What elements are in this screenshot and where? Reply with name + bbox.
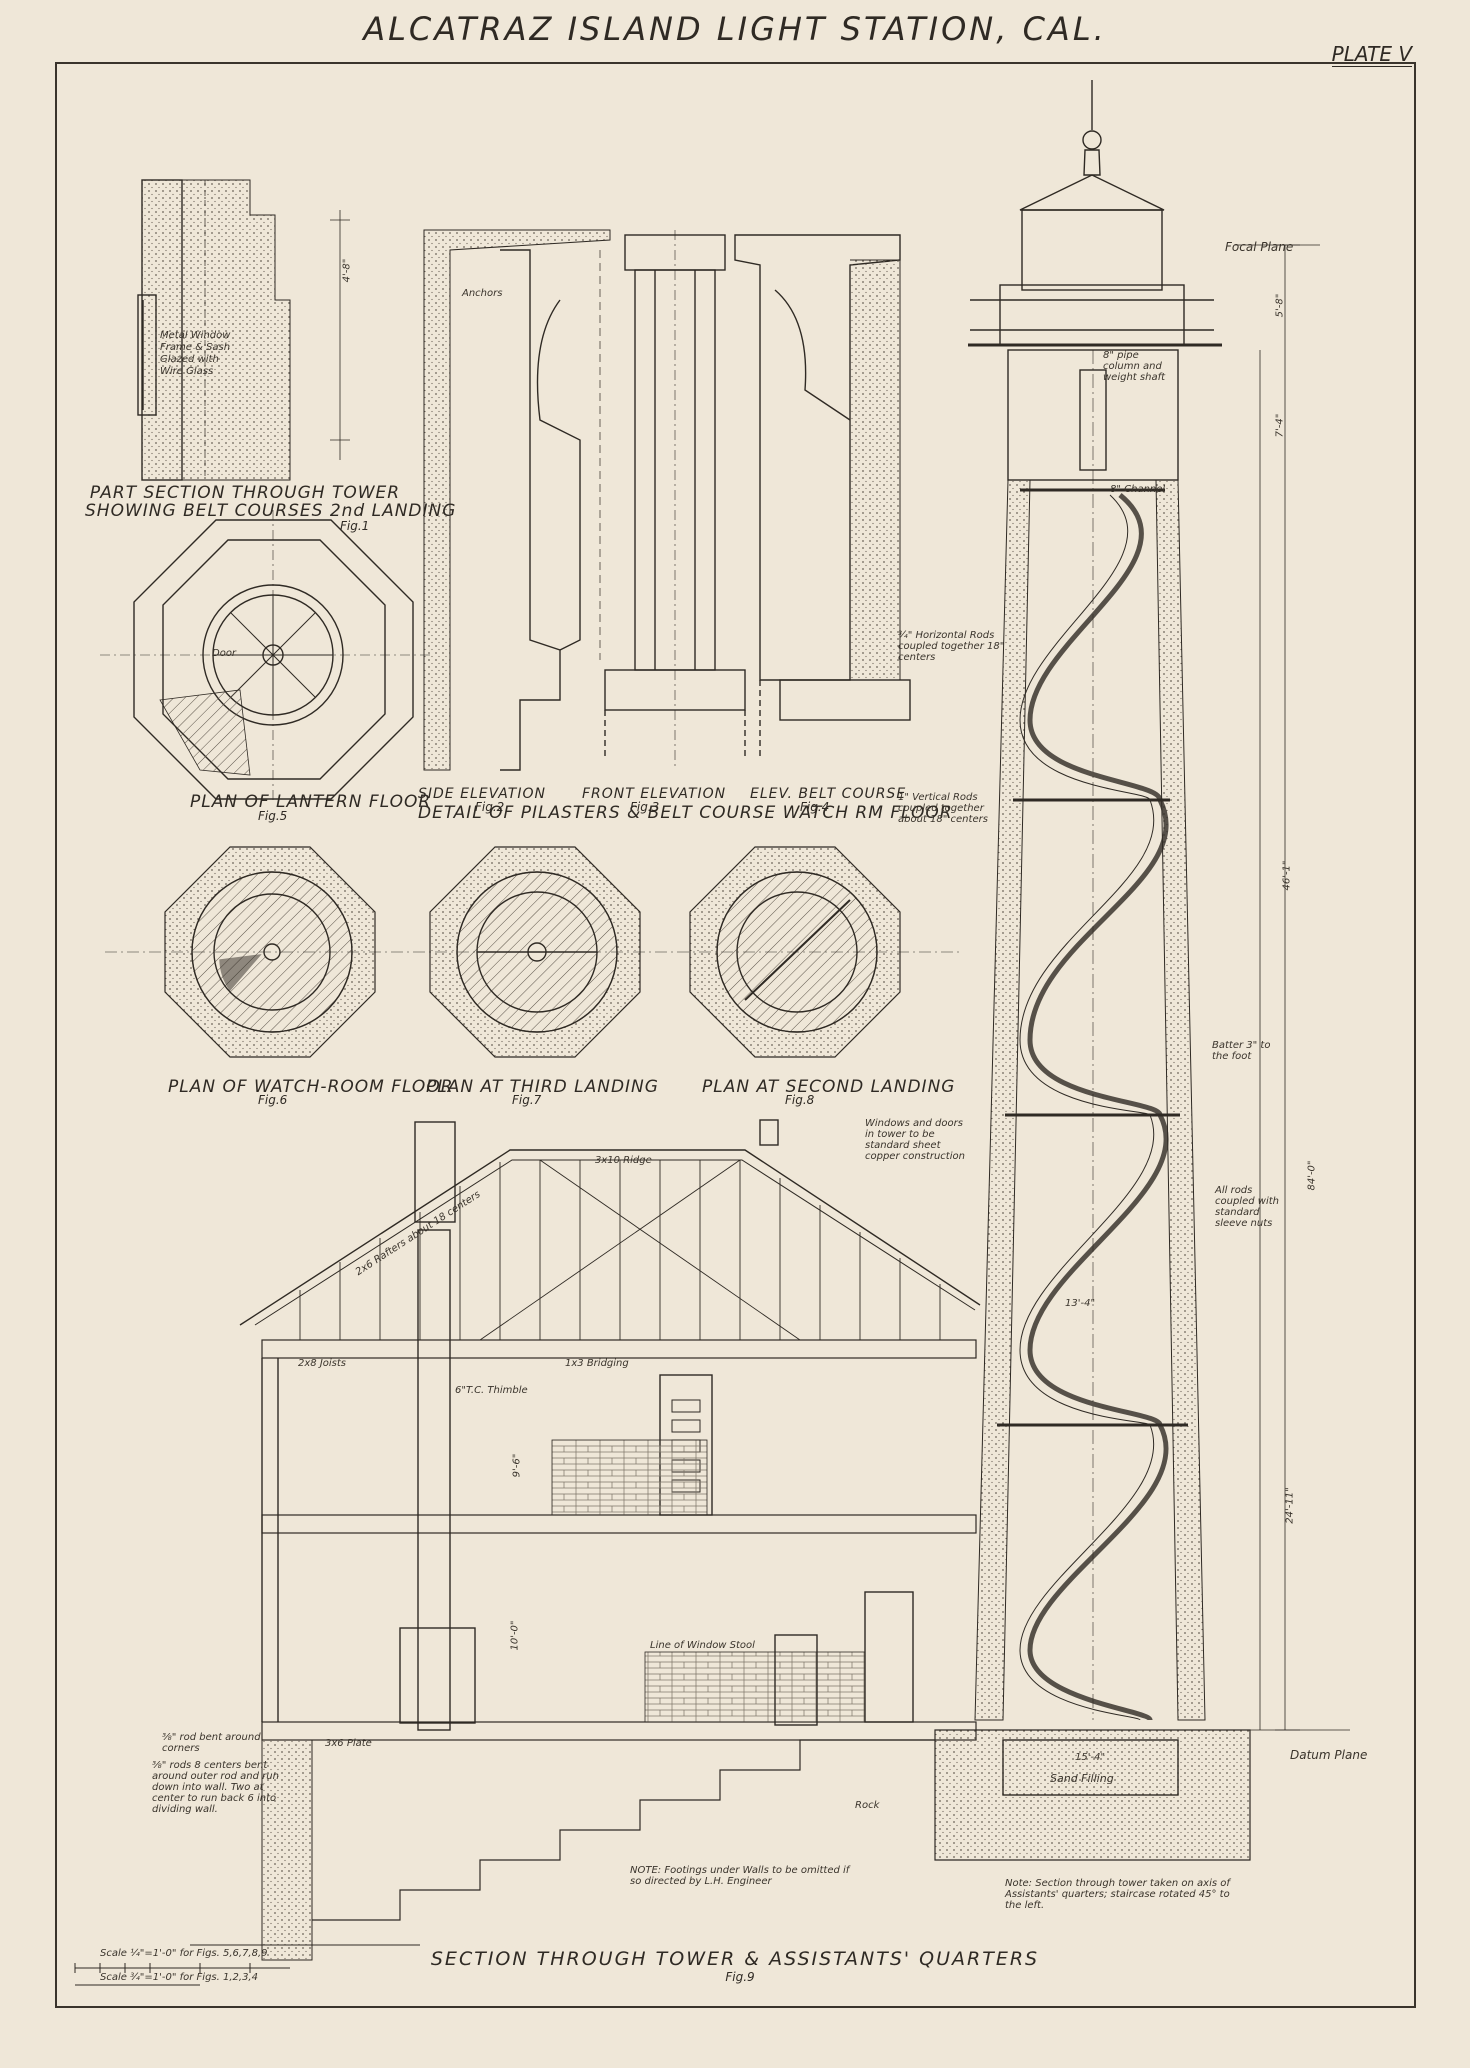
fig2-side-elevation bbox=[423, 229, 611, 771]
fig8-number: Fig.8 bbox=[785, 1093, 815, 1107]
fig6-number: Fig.6 bbox=[258, 1093, 288, 1107]
dim-total-height: 84'-0" bbox=[1306, 1160, 1318, 1191]
fig5-lantern-plan bbox=[100, 510, 430, 800]
fig1-window-note: Metal Window Frame & Sash Glazed with Wi… bbox=[160, 330, 231, 377]
dim-foundation: 15'-4" bbox=[1075, 1752, 1106, 1763]
sand-filling-label: Sand Filling bbox=[1050, 1772, 1114, 1785]
fig2-4-caption: DETAIL OF PILASTERS & BELT COURSE WATCH … bbox=[418, 803, 953, 823]
fig4-number: Fig.4 bbox=[800, 800, 830, 814]
fig4-belt-course bbox=[734, 234, 911, 760]
fig3-front-elevation bbox=[604, 230, 746, 770]
fig6-caption: PLAN OF WATCH-ROOM FLOOR bbox=[168, 1077, 454, 1097]
fig3-number: Fig.3 bbox=[630, 800, 660, 814]
sheet-title: ALCATRAZ ISLAND LIGHT STATION, CAL. bbox=[363, 10, 1107, 48]
dim-fig1: 4'-8" bbox=[341, 258, 353, 283]
dim-shaft: 46'-1" bbox=[1281, 860, 1293, 891]
datum-plane-label: Datum Plane bbox=[1290, 1748, 1368, 1762]
fig2-number: Fig.2 bbox=[475, 800, 505, 814]
windows-note: Windows and doors in tower to be standar… bbox=[865, 1118, 965, 1162]
joists-label: 2x8 Joists bbox=[298, 1358, 347, 1369]
dim-lantern: 5'-8" bbox=[1274, 293, 1286, 318]
scale-bars bbox=[74, 1963, 290, 1986]
dim-upper-story: 9'-6" bbox=[511, 1453, 523, 1478]
anchors-note: Anchors bbox=[462, 288, 503, 299]
fig9-tower-section bbox=[934, 80, 1350, 1861]
rods-note: All rods coupled with standard sleeve nu… bbox=[1215, 1185, 1279, 1229]
scale-note-1: Scale ¼"=1'-0" for Figs. 5,6,7,8,9 bbox=[100, 1948, 268, 1959]
footings-note: NOTE: Footings under Walls to be omitted… bbox=[630, 1865, 850, 1887]
drawing-border bbox=[55, 62, 1416, 2008]
ridge-label: 3x10 Ridge bbox=[595, 1155, 652, 1166]
fig9-quarters-section bbox=[190, 1119, 981, 1961]
fig3-caption: FRONT ELEVATION bbox=[582, 786, 727, 802]
dim-width: 13'-4" bbox=[1065, 1298, 1096, 1309]
channel-label: 8" Channel bbox=[1110, 484, 1166, 495]
tower-note: Note: Section through tower taken on axi… bbox=[1005, 1878, 1230, 1911]
fig7-number: Fig.7 bbox=[512, 1093, 542, 1107]
fig1-number: Fig.1 bbox=[340, 519, 370, 533]
fig4-caption: ELEV. BELT COURSE bbox=[750, 786, 907, 802]
bridging-label: 1x3 Bridging bbox=[565, 1358, 629, 1369]
fig5-number: Fig.5 bbox=[258, 809, 288, 823]
dim-lower-story: 10'-0" bbox=[509, 1620, 521, 1651]
rod-note-1: ⅜" rod bent around corners bbox=[162, 1732, 261, 1754]
rod-note-2: ⅜" rods 8 centers bent around outer rod … bbox=[152, 1760, 279, 1815]
dim-watchroom: 7'-4" bbox=[1274, 413, 1286, 438]
scale-note-2: Scale ¾"=1'-0" for Figs. 1,2,3,4 bbox=[100, 1972, 258, 1983]
fig2-caption: SIDE ELEVATION bbox=[418, 786, 546, 802]
fig8-caption: PLAN AT SECOND LANDING bbox=[702, 1077, 956, 1097]
fig9-number: Fig.9 bbox=[725, 1970, 755, 1984]
pipe-column-label: 8" pipe column and weight shaft bbox=[1103, 350, 1166, 383]
focal-plane-label: Focal Plane bbox=[1225, 240, 1294, 254]
fig7-caption: PLAN AT THIRD LANDING bbox=[426, 1077, 659, 1097]
horizontal-rods-note: ¾" Horizontal Rods coupled together 18" … bbox=[898, 630, 1005, 663]
dim-lower: 24'-11" bbox=[1284, 1487, 1296, 1524]
fig7-third-landing-plan bbox=[429, 846, 641, 1058]
fig1-section bbox=[137, 179, 350, 481]
fig5-caption: PLAN OF LANTERN FLOOR bbox=[190, 792, 432, 812]
vertical-rods-note: 1" Vertical Rods coupled together about … bbox=[898, 792, 988, 825]
fig9-caption: SECTION THROUGH TOWER & ASSISTANTS' QUAR… bbox=[430, 1948, 1040, 1970]
fig1-caption-1: PART SECTION THROUGH TOWER bbox=[89, 483, 401, 503]
thimble-label: 6"T.C. Thimble bbox=[455, 1385, 528, 1396]
fig1-caption-2: SHOWING BELT COURSES 2nd LANDING bbox=[85, 501, 457, 521]
door-label: Door bbox=[212, 648, 237, 659]
rock-label: Rock bbox=[855, 1800, 880, 1811]
batter-note: Batter 3" to the foot bbox=[1212, 1040, 1271, 1062]
plate-label: 3x6 Plate bbox=[325, 1738, 372, 1749]
window-stool-label: Line of Window Stool bbox=[650, 1640, 755, 1651]
